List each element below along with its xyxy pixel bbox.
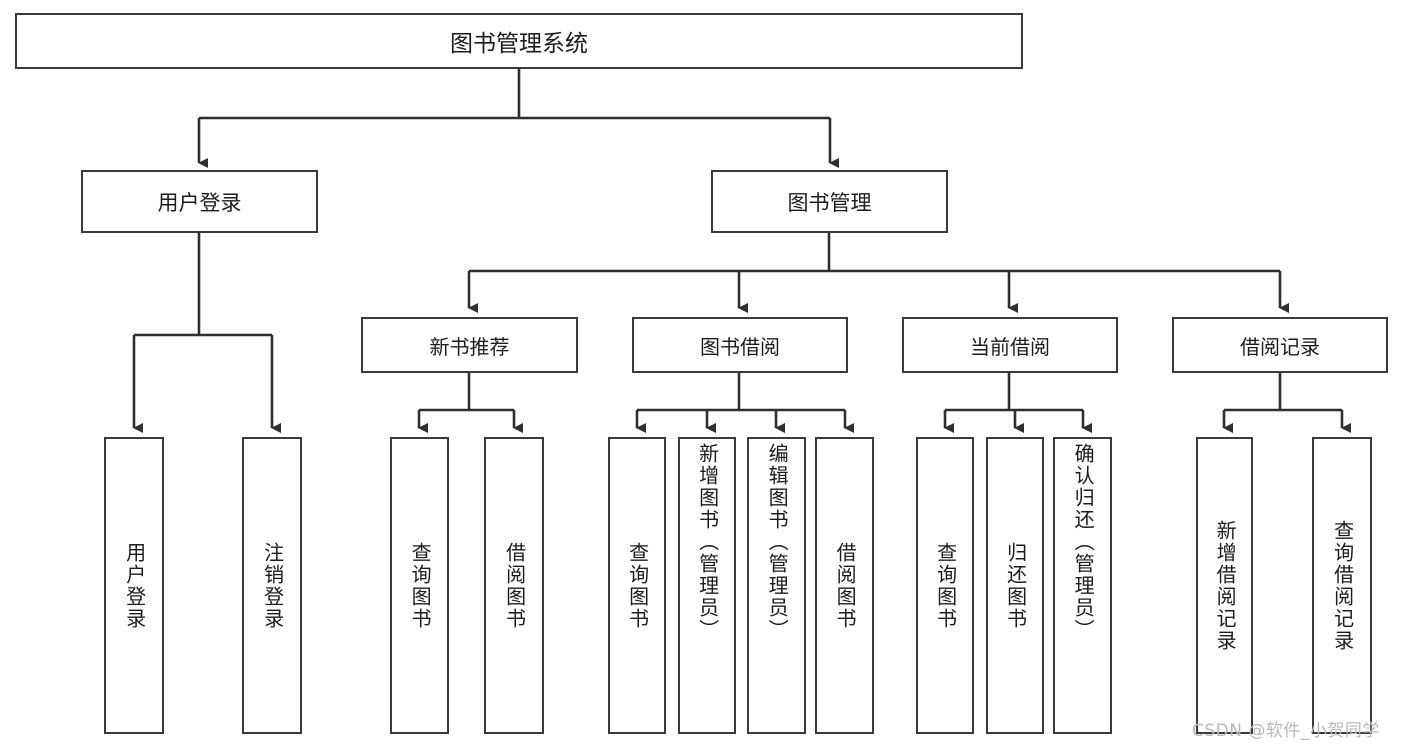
node-root[interactable]: 图书管理系统 <box>15 13 1023 69</box>
leaf-user-login-logout[interactable]: 注销登录 <box>242 437 302 734</box>
node-current-borrow[interactable]: 当前借阅 <box>902 317 1118 373</box>
leaf-borrow-borrow-book[interactable]: 借阅图书 <box>815 437 874 734</box>
node-book-borrow[interactable]: 图书借阅 <box>632 317 848 373</box>
node-new-book-recommend-label: 新书推荐 <box>429 334 510 359</box>
leaf-recommend-borrow-book[interactable]: 借阅图书 <box>484 437 544 734</box>
leaf-record-query-record[interactable]: 查询借阅记录 <box>1312 437 1372 734</box>
leaf-label: 借阅图书 <box>502 541 527 630</box>
leaf-label: 查询图书 <box>625 541 650 630</box>
node-user-login[interactable]: 用户登录 <box>81 170 318 233</box>
leaf-label: 查询图书 <box>933 541 958 630</box>
leaf-label: 借阅图书 <box>833 541 858 630</box>
node-book-management-label: 图书管理 <box>787 190 872 215</box>
leaf-borrow-add-book-admin[interactable]: 新增图书（管理员） <box>678 437 736 734</box>
leaf-record-add-record[interactable]: 新增借阅记录 <box>1196 437 1253 734</box>
node-book-borrow-label: 图书借阅 <box>700 334 780 359</box>
leaf-label: 查询借阅记录 <box>1330 519 1355 652</box>
node-borrow-record-label: 借阅记录 <box>1240 334 1320 359</box>
node-user-login-label: 用户登录 <box>157 190 242 215</box>
leaf-label: 新增借阅记录 <box>1213 519 1238 652</box>
leaf-label: 确认归还（管理员） <box>1071 443 1096 641</box>
node-book-management[interactable]: 图书管理 <box>711 170 948 233</box>
leaf-label: 用户登录 <box>122 541 147 630</box>
node-new-book-recommend[interactable]: 新书推荐 <box>361 317 578 373</box>
leaf-recommend-query-book[interactable]: 查询图书 <box>390 437 449 734</box>
csdn-watermark: CSDN @软件_小贺同学 <box>1192 721 1380 741</box>
leaf-label: 归还图书 <box>1003 541 1028 630</box>
leaf-current-confirm-return-admin[interactable]: 确认归还（管理员） <box>1053 437 1112 734</box>
leaf-borrow-query-book[interactable]: 查询图书 <box>608 437 666 734</box>
leaf-label: 注销登录 <box>260 541 285 630</box>
leaf-label: 新增图书（管理员） <box>695 443 720 641</box>
leaf-user-login-login[interactable]: 用户登录 <box>104 437 164 734</box>
node-borrow-record[interactable]: 借阅记录 <box>1172 317 1388 373</box>
node-current-borrow-label: 当前借阅 <box>970 334 1050 359</box>
node-root-label: 图书管理系统 <box>450 31 588 57</box>
leaf-borrow-edit-book-admin[interactable]: 编辑图书（管理员） <box>747 437 806 734</box>
leaf-label: 编辑图书（管理员） <box>765 443 790 641</box>
leaf-label: 查询图书 <box>408 541 433 630</box>
leaf-current-return-book[interactable]: 归还图书 <box>986 437 1044 734</box>
leaf-current-query-book[interactable]: 查询图书 <box>916 437 974 734</box>
